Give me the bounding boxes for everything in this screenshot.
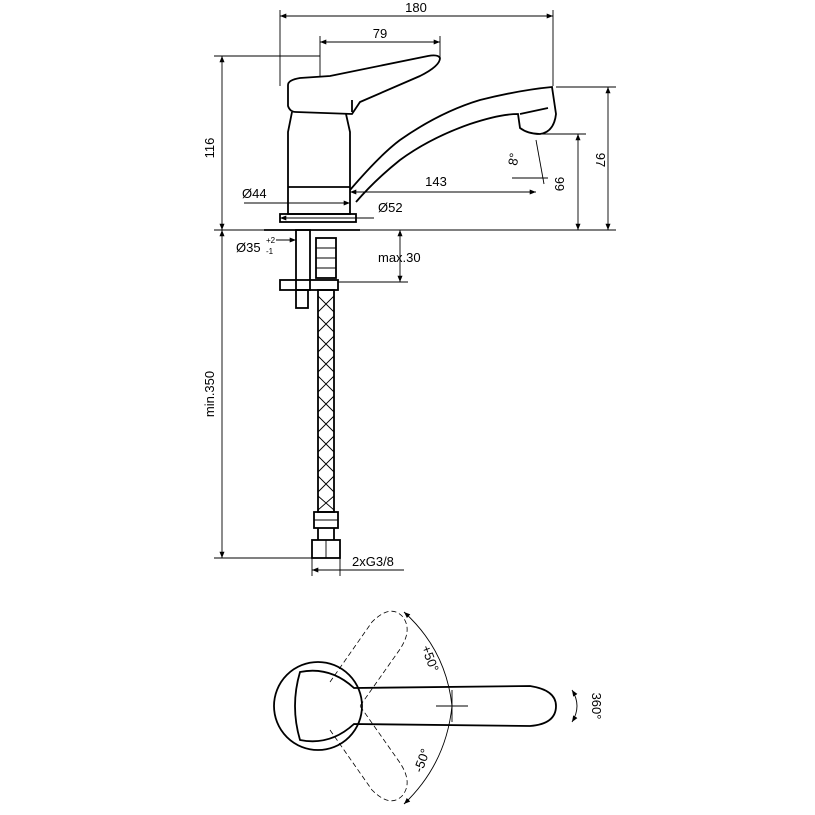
dim-g3-8: 2xG3/8	[352, 554, 394, 569]
dim-diameter-52: Ø52	[378, 200, 403, 215]
dim-8-degree: 8°	[505, 152, 522, 167]
cartridge-body	[287, 111, 351, 215]
spout-rotation-360: 360°	[589, 693, 604, 720]
faucet-side-view	[264, 54, 557, 559]
dim-116: 116	[202, 138, 217, 159]
dim-max-30: max.30	[378, 250, 421, 265]
dim-diameter-35: Ø35	[236, 240, 261, 255]
dim-diameter-44: Ø44	[242, 186, 267, 201]
fixing-nut	[279, 279, 339, 291]
dim-79: 79	[373, 26, 387, 41]
lever-position-minus	[329, 705, 408, 802]
braided-hose	[317, 289, 335, 513]
dimension-lines	[214, 10, 616, 576]
dim-97: 97	[593, 153, 608, 167]
lever-position-plus	[329, 610, 408, 707]
body-circle	[273, 661, 363, 751]
dim-180: 180	[405, 0, 427, 15]
dim-min-350: min.350	[202, 371, 217, 417]
dim-tol-plus: +2	[266, 236, 276, 245]
dim-143: 143	[425, 174, 447, 189]
spout	[349, 86, 557, 203]
faucet-top-view	[273, 610, 578, 805]
dim-tol-minus: -1	[266, 247, 274, 256]
swing-minus-50: -50°	[411, 747, 433, 775]
dimension-labels: 180 79 116 97 66 8° 143 Ø44 Ø52 Ø35 +2 -…	[202, 0, 608, 569]
swing-plus-50: +50°	[419, 643, 442, 674]
lever-handle	[287, 54, 441, 115]
threaded-shank	[295, 229, 311, 291]
lever-top-view	[294, 669, 557, 743]
dim-66: 66	[552, 177, 567, 191]
